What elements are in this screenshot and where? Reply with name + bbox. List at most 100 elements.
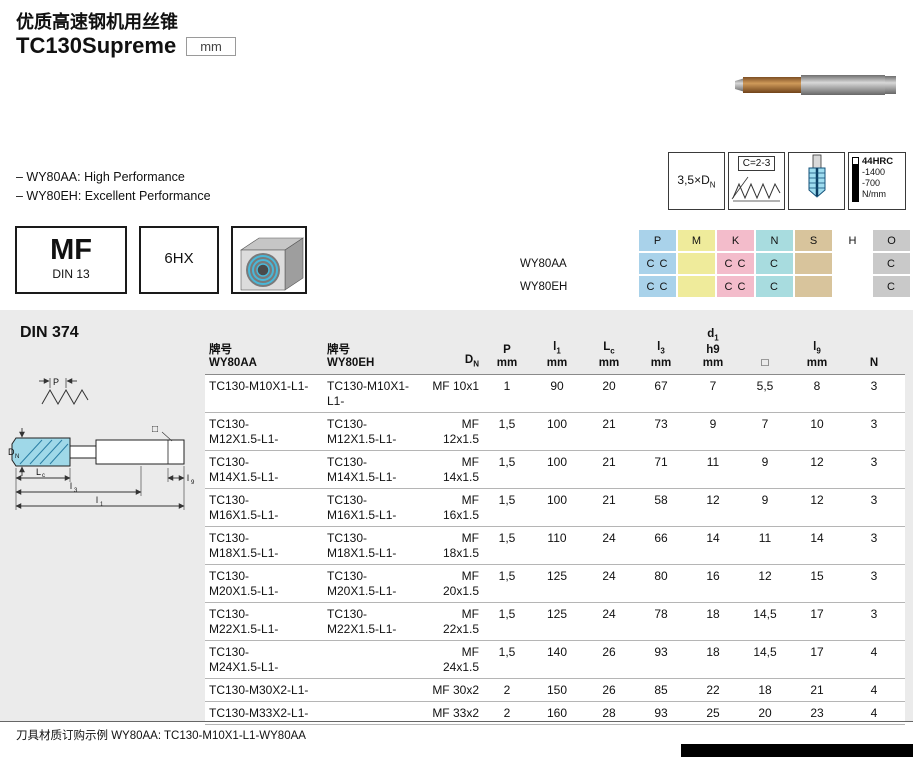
table-cell: TC130-M18X1.5-L1- bbox=[323, 526, 427, 566]
table-cell: 2 bbox=[483, 678, 531, 703]
table-cell: 110 bbox=[531, 526, 583, 566]
table-cell: MF 10x1 bbox=[427, 374, 483, 414]
table-cell: 20 bbox=[739, 701, 791, 726]
material-cell: C bbox=[756, 276, 793, 297]
thread-depth-label: 3,5×DN bbox=[677, 173, 716, 190]
tap-profile-icon bbox=[808, 154, 825, 198]
table-cell: 66 bbox=[635, 526, 687, 566]
table-cell: 22 bbox=[687, 678, 739, 703]
table-cell: 15 bbox=[791, 564, 843, 604]
table-cell bbox=[323, 640, 427, 680]
hardness-unit: N/mm bbox=[862, 189, 886, 199]
material-cell: C bbox=[873, 276, 910, 297]
table-cell: 100 bbox=[531, 412, 583, 452]
table-cell: TC130-M20X1.5-L1- bbox=[323, 564, 427, 604]
tool-coated-thread bbox=[743, 77, 801, 93]
table-cell: 1 bbox=[483, 374, 531, 414]
table-cell: MF 33x2 bbox=[427, 701, 483, 726]
table-cell: 3 bbox=[843, 488, 905, 528]
tool-shank bbox=[801, 75, 885, 95]
table-cell: 16 bbox=[687, 564, 739, 604]
table-cell: 67 bbox=[635, 374, 687, 414]
table-cell: TC130-M20X1.5-L1- bbox=[205, 564, 323, 604]
material-cell bbox=[834, 253, 871, 274]
table-cell: 21 bbox=[583, 488, 635, 528]
table-cell: TC130-M16X1.5-L1- bbox=[323, 488, 427, 528]
thread-form-label: MF bbox=[50, 234, 92, 266]
product-line: TC130Supreme mm bbox=[16, 33, 236, 59]
chamfer-icon bbox=[731, 176, 780, 202]
thread-standard-label: DIN 13 bbox=[52, 267, 90, 281]
hardness-value: 44HRC bbox=[862, 156, 894, 167]
table-cell: TC130-M10X1-L1- bbox=[205, 374, 323, 414]
table-cell: 12 bbox=[687, 488, 739, 528]
table-cell: 24 bbox=[583, 602, 635, 642]
feature-list: – WY80AA: High Performance – WY80EH: Exc… bbox=[16, 168, 211, 206]
material-cell bbox=[678, 276, 715, 297]
table-cell: 1,5 bbox=[483, 602, 531, 642]
table-cell: 14 bbox=[687, 526, 739, 566]
hardness-text: 44HRC -1400 -700 N/mm bbox=[862, 156, 893, 202]
material-column-P: P bbox=[639, 230, 676, 251]
table-cell: 24 bbox=[583, 526, 635, 566]
tolerance-label: 6HX bbox=[164, 250, 194, 267]
chamfer-label: C=2-3 bbox=[737, 156, 776, 171]
table-cell: TC130-M33X2-L1- bbox=[205, 701, 323, 726]
table-cell: 150 bbox=[531, 678, 583, 703]
table-cell: 21 bbox=[583, 412, 635, 452]
svg-text:c: c bbox=[42, 473, 45, 479]
table-cell: 8 bbox=[791, 374, 843, 414]
product-name: TC130Supreme bbox=[16, 33, 177, 58]
table-cell: TC130-M12X1.5-L1- bbox=[323, 412, 427, 452]
dim-label-square: □ bbox=[152, 424, 158, 435]
table-cell: 14,5 bbox=[739, 602, 791, 642]
table-cell: 1,5 bbox=[483, 564, 531, 604]
table-cell: 5,5 bbox=[739, 374, 791, 414]
material-cell: C bbox=[873, 253, 910, 274]
table-cell: 3 bbox=[843, 564, 905, 604]
hardness-box: 44HRC -1400 -700 N/mm bbox=[848, 152, 906, 210]
table-cell: 4 bbox=[843, 678, 905, 703]
table-cell: 12 bbox=[791, 450, 843, 490]
material-column-H: H bbox=[834, 230, 871, 251]
table-cell: 1,5 bbox=[483, 412, 531, 452]
page-title: 优质高速钢机用丝锥 bbox=[16, 12, 178, 32]
svg-text:1: 1 bbox=[100, 502, 104, 508]
tolerance-box: 6HX bbox=[139, 226, 219, 294]
material-column-N: N bbox=[756, 230, 793, 251]
tap-dimension-diagram: P □ D N L c bbox=[8, 377, 195, 510]
chamfer-box: C=2-3 bbox=[728, 152, 785, 210]
table-cell: TC130-M18X1.5-L1- bbox=[205, 526, 323, 566]
table-cell: 80 bbox=[635, 564, 687, 604]
table-cell: 71 bbox=[635, 450, 687, 490]
table-cell: 1,5 bbox=[483, 640, 531, 680]
table-cell: 11 bbox=[739, 526, 791, 566]
table-cell: MF 30x2 bbox=[427, 678, 483, 703]
table-cell: 1,5 bbox=[483, 450, 531, 490]
table-cell: 125 bbox=[531, 602, 583, 642]
table-cell: 3 bbox=[843, 526, 905, 566]
table-cell: 1,5 bbox=[483, 526, 531, 566]
tool-tip bbox=[735, 78, 745, 92]
column-header: DN bbox=[427, 328, 483, 376]
material-cell bbox=[795, 253, 832, 274]
table-cell: TC130-M30X2-L1- bbox=[205, 678, 323, 703]
table-cell: 21 bbox=[583, 450, 635, 490]
hardness-range: -700 bbox=[862, 178, 881, 188]
dim-label-l9: l bbox=[187, 473, 189, 483]
material-cell: C C bbox=[717, 253, 754, 274]
svg-text:9: 9 bbox=[191, 480, 195, 486]
